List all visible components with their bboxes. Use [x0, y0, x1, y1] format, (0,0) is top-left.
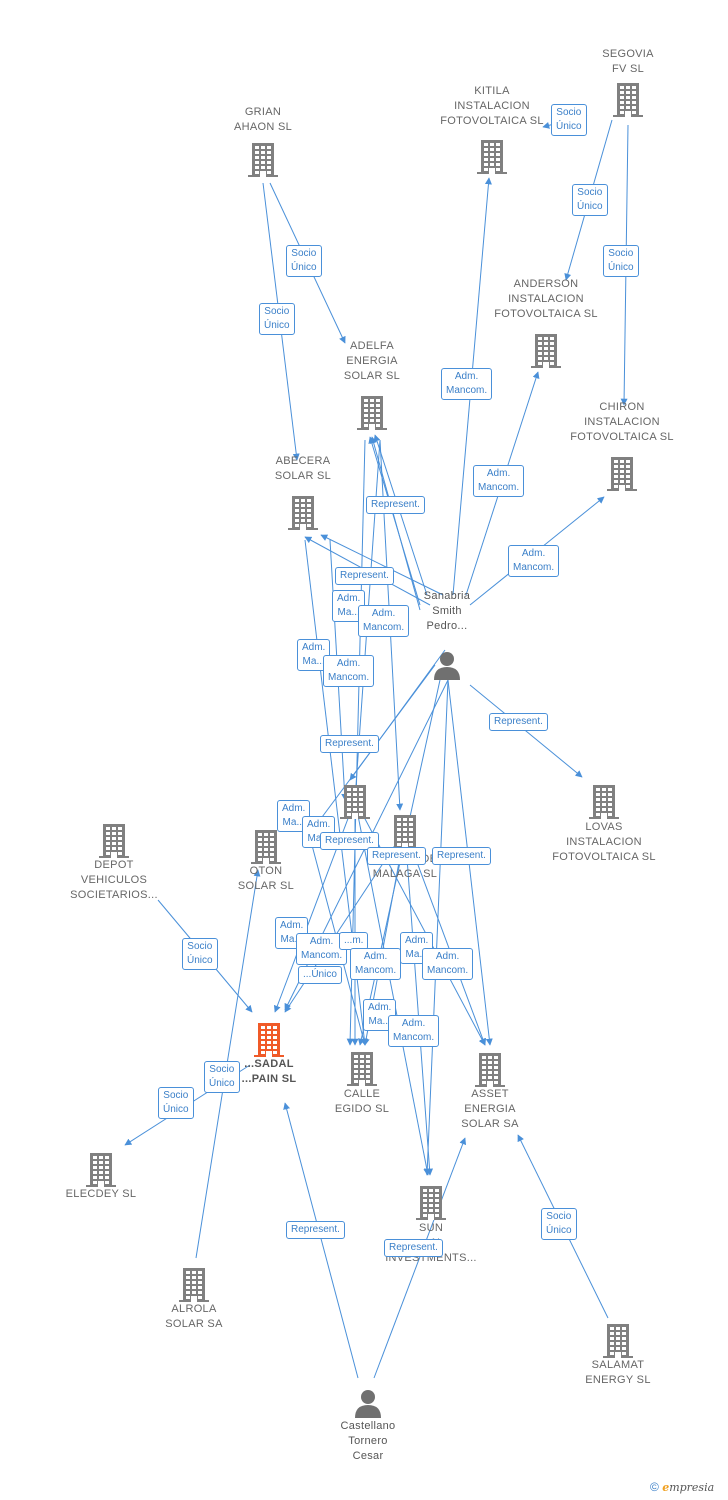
- edge-label[interactable]: Represent.: [489, 713, 548, 731]
- building-icon[interactable]: [531, 334, 561, 373]
- edge-label[interactable]: Socio Único: [286, 245, 322, 277]
- edge-label[interactable]: Socio Único: [572, 184, 608, 216]
- node-label: Castellano Tornero Cesar: [340, 1420, 396, 1462]
- edge-line: [370, 436, 421, 611]
- edge-label[interactable]: Socio Único: [603, 245, 639, 277]
- node-label: DEPOT VEHICULOS SOCIETARIOS...: [70, 859, 158, 901]
- edge-label[interactable]: Socio Único: [259, 303, 295, 335]
- edge-label[interactable]: Adm. Mancom.: [508, 545, 560, 577]
- edge-label[interactable]: Represent.: [320, 832, 379, 850]
- node-kitila[interactable]: KITILA INSTALACION FOTOVOLTAICA SL: [417, 84, 567, 129]
- edge-label[interactable]: Represent.: [286, 1221, 345, 1239]
- building-icon[interactable]: [589, 785, 619, 824]
- edge-label[interactable]: Represent.: [366, 496, 425, 514]
- node-abecera[interactable]: ABECERA SOLAR SL: [228, 454, 378, 484]
- node-salamat[interactable]: SALAMAT ENERGY SL: [543, 1358, 693, 1388]
- copyright-symbol: ©: [650, 1480, 659, 1494]
- node-chiron[interactable]: CHIRON INSTALACION FOTOVOLTAICA SL: [547, 400, 697, 445]
- edge-label[interactable]: Socio Único: [182, 938, 218, 970]
- node-label: ...SADAL ...PAIN SL: [241, 1058, 297, 1085]
- edge-label[interactable]: ...Único: [298, 966, 342, 984]
- node-calle[interactable]: CALLE EGIDO SL: [287, 1087, 437, 1117]
- node-label: LOVAS INSTALACION FOTOVOLTAICA SL: [552, 821, 656, 863]
- empresia-logo[interactable]: empresia: [662, 1481, 715, 1494]
- building-icon[interactable]: [254, 1023, 284, 1062]
- building-icon[interactable]: [179, 1268, 209, 1307]
- node-label: SEGOVIA FV SL: [602, 48, 654, 75]
- edge-line: [283, 1102, 359, 1379]
- node-label: CALLE EGIDO SL: [334, 1088, 390, 1115]
- edge-label[interactable]: Socio Único: [551, 104, 587, 136]
- building-icon[interactable]: [357, 396, 387, 435]
- edge-line: [373, 434, 428, 596]
- node-label: GRIAN AHAON SL: [233, 106, 293, 133]
- node-sadal[interactable]: ...SADAL ...PAIN SL: [194, 1057, 344, 1087]
- node-lovas[interactable]: LOVAS INSTALACION FOTOVOLTAICA SL: [529, 820, 679, 865]
- node-adelfa[interactable]: ADELFA ENERGIA SOLAR SL: [297, 339, 447, 384]
- edge-label[interactable]: Adm. Mancom.: [388, 1015, 440, 1047]
- building-icon[interactable]: [248, 143, 278, 182]
- edge-line: [423, 679, 449, 1176]
- edge-label[interactable]: Adm. Mancom.: [441, 368, 493, 400]
- edge-label[interactable]: Adm. Mancom.: [422, 948, 474, 980]
- building-icon[interactable]: [475, 1053, 505, 1092]
- edge-label[interactable]: Adm. Mancom.: [473, 465, 525, 497]
- edge-label[interactable]: Adm. Mancom.: [323, 655, 375, 687]
- building-icon[interactable]: [347, 1052, 377, 1091]
- building-icon[interactable]: [607, 457, 637, 496]
- node-label: ANDERSON INSTALACION FOTOVOLTAICA SL: [494, 278, 598, 320]
- node-alrola[interactable]: ALROLA SOLAR SA: [119, 1302, 269, 1332]
- edge-label[interactable]: Represent.: [384, 1239, 443, 1257]
- edge-label[interactable]: Socio Único: [541, 1208, 577, 1240]
- node-label: SALAMAT ENERGY SL: [585, 1359, 651, 1386]
- node-segovia[interactable]: SEGOVIA FV SL: [553, 47, 703, 77]
- person-icon[interactable]: [432, 650, 462, 685]
- node-label: Sanabria Smith Pedro...: [423, 590, 471, 632]
- edge-label[interactable]: Represent.: [320, 735, 379, 753]
- edge-line: [404, 829, 487, 1046]
- node-depot[interactable]: DEPOT VEHICULOS SOCIETARIOS...: [39, 858, 189, 903]
- building-icon[interactable]: [288, 496, 318, 535]
- node-label: CHIRON INSTALACION FOTOVOLTAICA SL: [570, 401, 674, 443]
- copyright-footer: © empresia: [650, 1480, 714, 1494]
- node-oton[interactable]: OTON SOLAR SL: [191, 864, 341, 894]
- edge-label[interactable]: Adm. Mancom.: [296, 933, 348, 965]
- building-icon[interactable]: [251, 830, 281, 869]
- edge-label[interactable]: Represent.: [335, 567, 394, 585]
- node-label: KITILA INSTALACION FOTOVOLTAICA SL: [440, 85, 544, 127]
- edge-line: [469, 684, 583, 778]
- node-label: ASSET ENERGIA SOLAR SA: [461, 1088, 519, 1130]
- node-label: OTON SOLAR SL: [237, 865, 295, 892]
- node-elecdey[interactable]: ELECDEY SL: [26, 1187, 176, 1202]
- building-icon[interactable]: [86, 1153, 116, 1192]
- edge-label[interactable]: Represent.: [432, 847, 491, 865]
- node-sanabria[interactable]: Sanabria Smith Pedro...: [372, 589, 522, 634]
- node-label: ADELFA ENERGIA SOLAR SL: [343, 340, 401, 382]
- node-castellano[interactable]: Castellano Tornero Cesar: [293, 1419, 443, 1464]
- edge-label[interactable]: Socio Único: [158, 1087, 194, 1119]
- edge-label[interactable]: Adm. Mancom.: [350, 948, 402, 980]
- node-label: ELECDEY SL: [65, 1188, 137, 1200]
- edge-line: [320, 534, 444, 596]
- edge-line: [404, 829, 434, 1176]
- node-asset[interactable]: ASSET ENERGIA SOLAR SA: [415, 1087, 565, 1132]
- building-icon[interactable]: [603, 1324, 633, 1363]
- edge-label[interactable]: Represent.: [367, 847, 426, 865]
- building-icon[interactable]: [613, 83, 643, 122]
- building-icon[interactable]: [340, 785, 370, 824]
- node-label: ALROLA SOLAR SA: [165, 1303, 223, 1330]
- node-grian[interactable]: GRIAN AHAON SL: [188, 105, 338, 135]
- person-icon[interactable]: [353, 1388, 383, 1423]
- edge-label[interactable]: Socio Único: [204, 1061, 240, 1093]
- building-icon[interactable]: [477, 140, 507, 179]
- building-icon[interactable]: [416, 1186, 446, 1225]
- node-label: ABECERA SOLAR SL: [274, 455, 332, 482]
- building-icon[interactable]: [99, 824, 129, 863]
- node-anderson[interactable]: ANDERSON INSTALACION FOTOVOLTAICA SL: [471, 277, 621, 322]
- edge-label[interactable]: Adm. Mancom.: [358, 605, 410, 637]
- edge-line: [373, 1137, 467, 1379]
